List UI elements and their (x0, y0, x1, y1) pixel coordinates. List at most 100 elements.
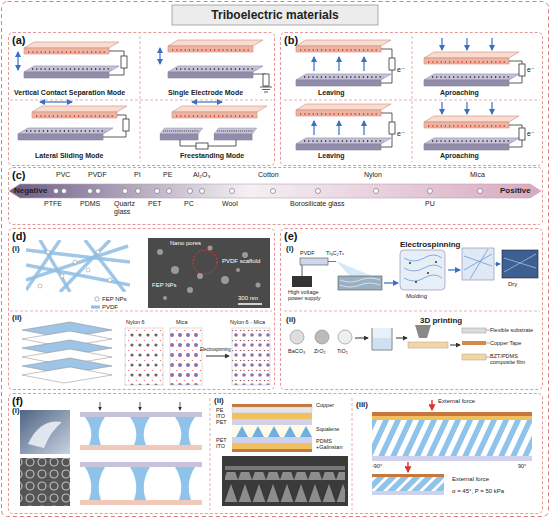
tilted-pillars (372, 456, 532, 461)
fiber-network (108, 278, 112, 282)
text-label: (i) (286, 244, 294, 253)
text-label: e⁻ (527, 130, 535, 138)
sem-image (236, 268, 240, 272)
text-label: PE (163, 171, 172, 179)
fiber-network (26, 240, 130, 307)
text-label: Copper Tape (490, 340, 521, 346)
text-label: Electrospinning (200, 347, 231, 352)
triboelectric-series-arrow (230, 189, 235, 194)
text-label: PVDF (88, 171, 107, 179)
working-principle (296, 104, 391, 116)
tilted-pillars (372, 477, 444, 491)
pillar-structure (175, 417, 195, 445)
crystal-lattice (125, 328, 163, 385)
text-label: PET (216, 437, 227, 443)
text-label: 3D printing (420, 316, 462, 325)
text-label: Mica (176, 319, 188, 325)
text-label: Al₂O₃ (193, 171, 210, 179)
working-principle (338, 121, 339, 135)
crystal-lattice (232, 328, 270, 385)
tilted-pillars (372, 400, 532, 495)
text-label: Electrospinning (400, 240, 460, 249)
electrospinning-setup (400, 250, 445, 290)
text-label: Dry (508, 281, 517, 288)
microstructure-photos (20, 410, 70, 506)
triboelectric-series-arrow (88, 189, 93, 194)
3d-printing-setup (315, 330, 329, 344)
text-label: ZrO₂ (314, 348, 326, 354)
sem-image (157, 249, 163, 255)
electrospinning-setup (448, 269, 460, 270)
layer-stack (232, 449, 312, 452)
mode-illustration (192, 101, 222, 102)
text-label: PVDF (300, 250, 315, 256)
fiber-network (91, 306, 100, 309)
3d-printing-setup (290, 325, 490, 360)
layer-stack (236, 426, 312, 437)
working-principle (363, 121, 364, 135)
working-principle (389, 122, 395, 134)
mode-separators (284, 100, 540, 101)
text-label: e⁻ (527, 66, 535, 74)
sem-image (148, 238, 270, 308)
electrospinning-setup (336, 261, 372, 276)
layer-stack (232, 407, 312, 413)
sem-image (221, 276, 229, 284)
fiber-network (96, 250, 100, 254)
tilted-pillars (407, 462, 408, 472)
pillar-structure (130, 467, 150, 500)
pillar-structure (85, 467, 105, 500)
fiber-network (60, 240, 110, 292)
working-principle (424, 74, 519, 86)
pillar-structure (80, 402, 202, 505)
layer-stack (232, 413, 312, 419)
text-label: Nylon 6 (126, 319, 145, 325)
fiber-network (86, 268, 90, 272)
electrospinning-setup (464, 249, 492, 279)
text-label: (i) (12, 406, 20, 415)
microstructure-photos (20, 410, 70, 454)
layer-stack (232, 419, 312, 425)
working-principle (363, 57, 364, 71)
text-label: Freestanding Mode (180, 152, 244, 160)
working-principle (296, 38, 525, 150)
text-label: Copper (316, 402, 334, 408)
figure-title: Triboelectric materials (172, 5, 378, 25)
electrospinning-setup (384, 282, 398, 283)
3d-printing-setup (450, 345, 460, 346)
layer-stack (225, 466, 345, 470)
text-label: TiO₂ (337, 348, 348, 354)
pillar-structure (85, 417, 195, 445)
layer-stack (222, 456, 348, 506)
text-label: PC (184, 200, 194, 208)
3d-printing-setup (462, 354, 486, 360)
text-label: External force (438, 398, 475, 405)
triboelectric-series-arrow (188, 189, 193, 194)
text-label: PVDF scaffold (222, 258, 260, 265)
triboelectric-series-arrow (136, 189, 141, 194)
text-label: Wool (222, 200, 238, 208)
electrospinning-setup (504, 254, 536, 272)
text-label: PET (216, 419, 227, 425)
mode-illustration (40, 101, 72, 102)
tilted-pillars (372, 420, 532, 456)
text-label: PDMS +Galinstan (316, 438, 338, 451)
3d-printing-setup (415, 325, 431, 338)
pillar-structure (175, 467, 195, 500)
electrospinning-setup (404, 255, 442, 281)
pillar-structure (130, 417, 150, 445)
text-label: FEP NPs (102, 296, 127, 303)
working-principle (314, 121, 364, 135)
working-principle (466, 102, 467, 114)
text-label: e⁻ (397, 66, 405, 74)
electrospinning-setup (300, 258, 328, 265)
text-label: PE (216, 407, 223, 413)
pillar-structure (140, 402, 141, 410)
mode-illustration (196, 143, 208, 149)
text-label: Aproaching (440, 89, 479, 97)
mode-separators (412, 36, 413, 162)
working-principle (491, 102, 492, 114)
